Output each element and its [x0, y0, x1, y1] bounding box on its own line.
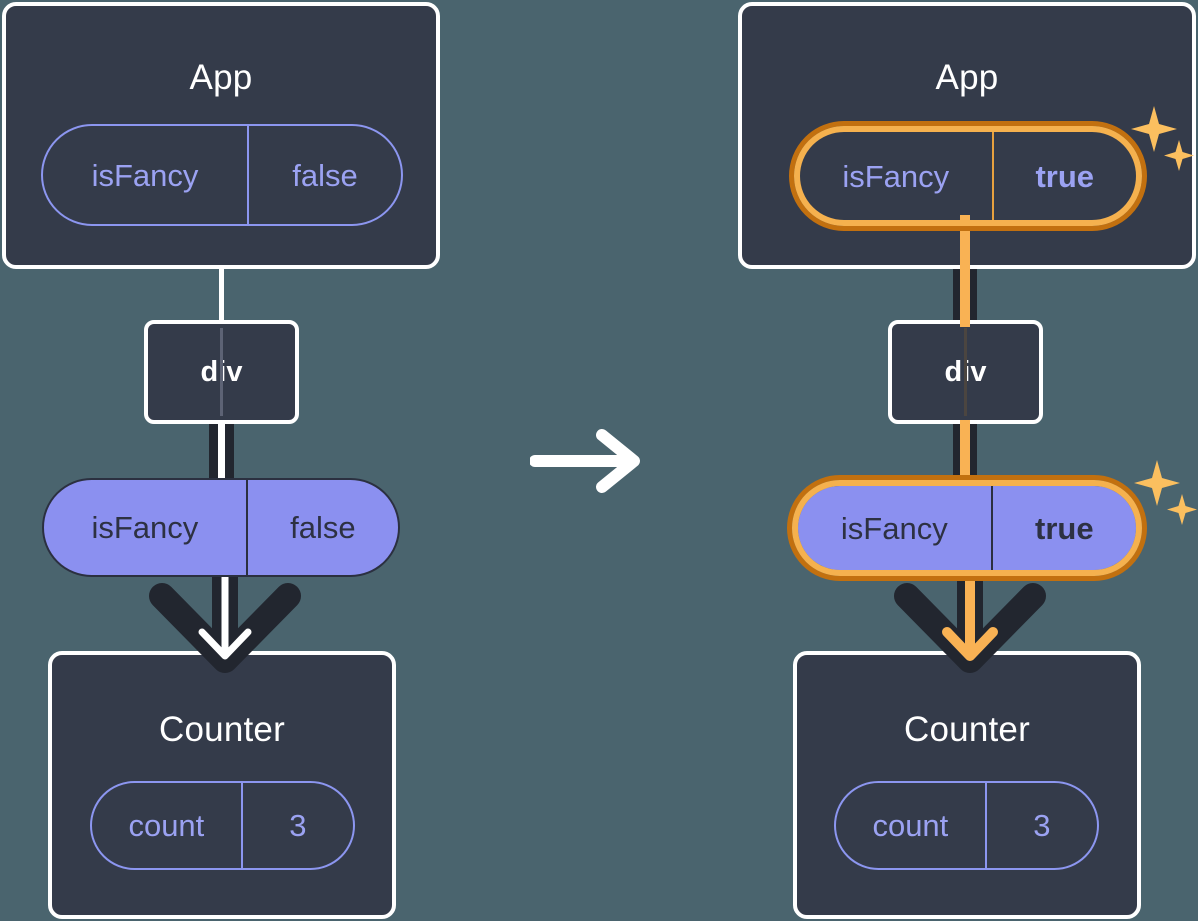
left-app-state-pill[interactable]: isFancy false: [41, 124, 403, 226]
right-app-state-highlight-ring-inner: [794, 126, 1142, 226]
left-counter-title: Counter: [159, 710, 285, 749]
right-counter-state-pill[interactable]: count 3: [834, 781, 1099, 870]
left-app-state-value: false: [247, 126, 401, 224]
right-arrow-props-to-counter: [894, 566, 1046, 673]
right-app-state-highlight-ring: [789, 121, 1147, 231]
right-app-title: App: [935, 58, 999, 97]
left-app-title: App: [189, 58, 253, 97]
right-connector-div-to-props-core: [960, 420, 970, 486]
left-arrow-props-to-counter: [149, 566, 301, 673]
left-counter-state-key: count: [128, 808, 205, 843]
transition-arrow-right-icon: [530, 429, 640, 493]
left-app-state-key: isFancy: [91, 157, 199, 193]
left-connector-div-to-props-core: [218, 420, 225, 484]
left-props-value: false: [245, 480, 398, 575]
right-props-sparkles-icon: [1134, 460, 1197, 525]
right-div-inner-line: [964, 328, 967, 416]
left-connector-app-to-div: [219, 262, 224, 324]
right-app-sparkles-icon: [1131, 106, 1194, 171]
left-props-key: isFancy: [91, 510, 199, 545]
right-props-highlight-ring: [787, 475, 1147, 581]
right-counter-state-value: 3: [984, 783, 1097, 868]
left-props-pill[interactable]: isFancy false: [42, 478, 400, 577]
right-props-highlight-ring-inner: [792, 480, 1142, 576]
right-connector-app-to-div-core: [960, 215, 970, 327]
right-counter-state-key: count: [872, 808, 949, 843]
left-counter-state-pill[interactable]: count 3: [90, 781, 355, 870]
right-counter-title: Counter: [904, 710, 1030, 749]
left-div-inner-line: [220, 328, 223, 416]
left-counter-state-value: 3: [240, 783, 353, 868]
